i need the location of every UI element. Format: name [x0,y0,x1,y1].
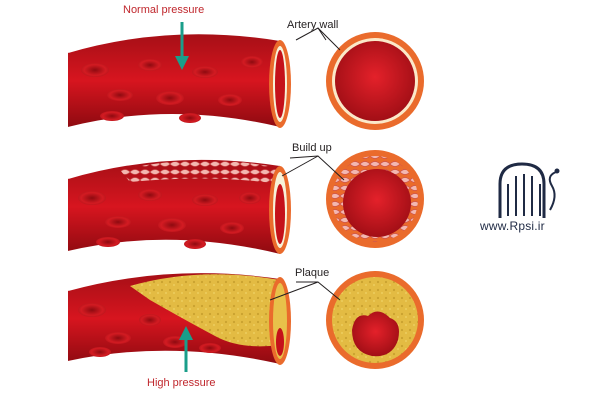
buildup-artery-panel [67,150,424,256]
artery-wall-label: Artery wall [287,19,338,31]
buildup-blood-cells [78,189,261,249]
buildup-layer [120,160,280,184]
high-pressure-label: High pressure [147,377,215,389]
plaque-blood-cells [78,303,221,357]
normal-artery-tube [68,33,280,128]
normal-artery-panel [67,22,424,130]
normal-blood-cells [81,56,263,123]
narrowed-lumen [352,311,399,357]
buildup-cross-section [326,150,424,248]
artery-wall-leader [295,27,341,51]
plaque-deposit [130,274,280,347]
build-up-label: Build up [292,142,332,154]
website-url: www.Rpsi.ir [480,219,545,233]
rpsi-logo [498,162,560,218]
plaque-cross-section [326,271,424,369]
plaque-artery-panel [67,271,424,372]
normal-cross-section [326,32,424,130]
high-pressure-arrow [179,326,193,372]
plaque-label: Plaque [295,267,329,279]
normal-pressure-label: Normal pressure [123,4,204,16]
normal-pressure-arrow [175,22,189,70]
